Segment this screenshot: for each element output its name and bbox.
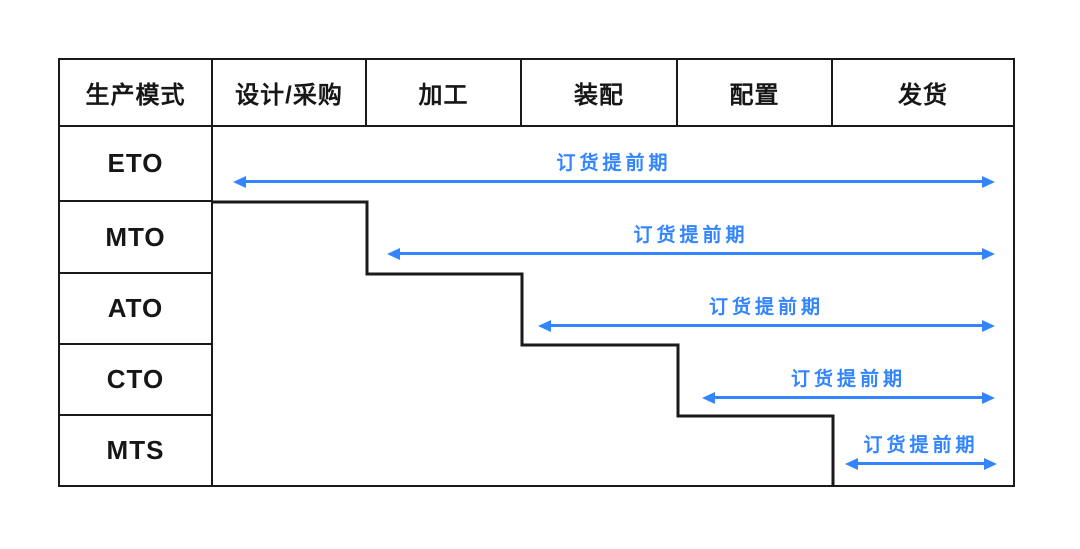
header-cell-assembly: 装配 [522, 60, 678, 127]
lead-time-arrow-mto: 订货提前期 [387, 224, 995, 260]
lead-time-arrow-mts: 订货提前期 [845, 434, 997, 470]
right-arrowhead-icon [984, 457, 997, 470]
left-arrowhead-icon [233, 175, 246, 188]
header-cell-processing: 加工 [367, 60, 522, 127]
production-lead-time-table: 生产模式 设计/采购 加工 装配 配置 发货 ETO MTO ATO CTO M… [58, 58, 1015, 487]
header-cell-design-procurement: 设计/采购 [213, 60, 367, 127]
right-arrowhead-icon [982, 391, 995, 404]
header-cell-production-mode: 生产模式 [60, 60, 213, 127]
double-arrow-line-ato [538, 319, 995, 332]
left-arrowhead-icon [387, 247, 400, 260]
lead-time-arrow-eto: 订货提前期 [233, 152, 995, 188]
double-arrow-line-mts [845, 457, 997, 470]
left-arrowhead-icon [845, 457, 858, 470]
lead-time-arrow-cto: 订货提前期 [702, 368, 995, 404]
right-arrowhead-icon [982, 319, 995, 332]
lead-time-label-mts: 订货提前期 [863, 435, 979, 456]
header-cell-configuration: 配置 [678, 60, 833, 127]
lead-time-label-cto: 订货提前期 [790, 369, 906, 390]
row-label-eto: ETO [60, 127, 213, 202]
lead-time-label-mto: 订货提前期 [633, 225, 749, 246]
double-arrow-line-mto [387, 247, 995, 260]
lead-time-arrow-ato: 订货提前期 [538, 296, 995, 332]
left-arrowhead-icon [702, 391, 715, 404]
lead-time-label-ato: 订货提前期 [708, 297, 824, 318]
row-label-cto: CTO [60, 345, 213, 416]
lead-time-label-eto: 订货提前期 [556, 153, 672, 174]
right-arrowhead-icon [982, 175, 995, 188]
row-label-mts: MTS [60, 416, 213, 485]
left-arrowhead-icon [538, 319, 551, 332]
header-cell-shipping: 发货 [833, 60, 1013, 127]
double-arrow-line-eto [233, 175, 995, 188]
double-arrow-line-cto [702, 391, 995, 404]
row-label-ato: ATO [60, 274, 213, 345]
right-arrowhead-icon [982, 247, 995, 260]
row-label-mto: MTO [60, 202, 213, 274]
